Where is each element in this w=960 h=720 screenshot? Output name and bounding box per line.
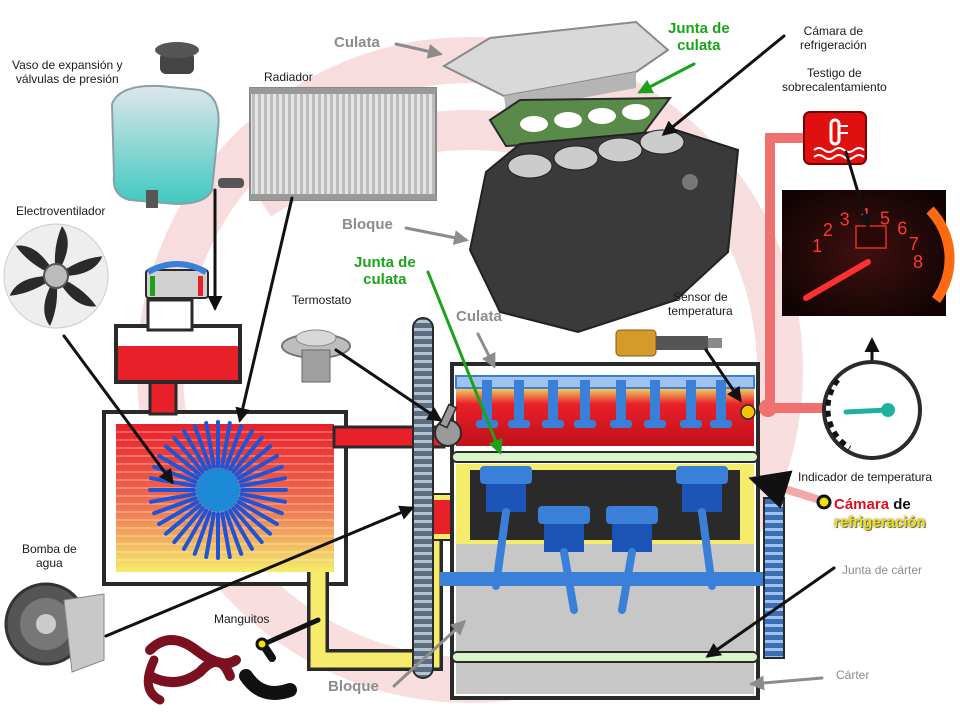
label-temp-sensor: Sensor de temperatura [668, 290, 733, 318]
label-expansion-tank-line1: Vaso de expansión y [12, 58, 123, 72]
label-water-pump-line1: Bomba de [22, 542, 77, 556]
label-temp-sensor-line1: Sensor de [673, 290, 728, 304]
fan-photo [3, 223, 109, 329]
gauge-tick-label: 2 [823, 220, 833, 240]
pistons [480, 466, 728, 614]
label-overheat-warning-line1: Testigo de [807, 66, 862, 80]
engine-block-photo [468, 128, 740, 334]
label-overheat-warning-line2: sobrecalentamiento [782, 80, 887, 94]
temperature-sensor-photo [615, 329, 722, 357]
label-water-pump: Bomba de agua [22, 542, 77, 570]
gauge-tick-label: 7 [909, 234, 919, 254]
label-cooling-chamber-top-line2: refrigeración [800, 38, 867, 52]
temperature-indicator [822, 337, 922, 460]
expansion-tank-schematic [114, 261, 242, 416]
label-culata-top: Culata [334, 34, 380, 51]
label-pan-gasket: Junta de cárter [842, 563, 923, 577]
water-pump-photo [4, 582, 105, 673]
gauge-tick-label: 3 [840, 209, 850, 229]
label-cooling-chamber-camara: Cámara [834, 496, 890, 513]
overheat-warning-light [803, 111, 867, 165]
gauge-tick-label: 1 [812, 236, 822, 256]
label-thermostat: Termostato [292, 293, 352, 307]
label-cooling-chamber: Cámara de refrigeración [834, 496, 926, 532]
fan-sunburst [148, 420, 288, 560]
gauge-tick-label: 5 [880, 208, 890, 228]
gauge-tick-label: 6 [897, 218, 907, 238]
label-cooling-chamber-top: Cámara de refrigeración [800, 24, 867, 52]
radiator-photo [249, 87, 437, 201]
label-temp-sensor-line2: temperatura [668, 304, 733, 318]
label-block-bottom: Bloque [328, 678, 379, 695]
label-cooling-chamber-de: de [889, 496, 911, 513]
label-oil-pan: Cárter [836, 668, 870, 682]
label-culata-mid: Culata [456, 308, 502, 325]
leader-lines [62, 34, 872, 691]
label-expansion-tank-line2: válvulas de presión [15, 72, 119, 86]
label-temp-indicator: Indicador de temperatura [798, 470, 933, 484]
label-block-mid: Bloque [342, 216, 393, 233]
expansion-tank-photo [110, 42, 244, 208]
label-head-gasket-top-line1: Junta de [668, 20, 730, 37]
label-head-gasket-top-line2: culata [677, 37, 721, 54]
label-overheat-warning: Testigo de sobrecalentamiento [782, 66, 887, 94]
label-head-gasket-mid-line1: Junta de [354, 254, 416, 271]
crank-gear [763, 497, 785, 659]
label-cooling-chamber-refrigeracion: refrigeración [834, 514, 926, 531]
label-head-gasket-mid: Junta de culata [354, 254, 416, 288]
gauge-tick-label: 8 [913, 252, 923, 272]
label-head-gasket-mid-line2: culata [363, 271, 407, 288]
label-head-gasket-top: Junta de culata [668, 20, 730, 54]
label-hoses: Manguitos [214, 612, 270, 626]
label-electric-fan: Electroventilador [16, 204, 106, 218]
label-water-pump-line2: agua [36, 556, 63, 570]
hoses-photo [143, 635, 297, 705]
label-expansion-tank: Vaso de expansión y válvulas de presión [12, 58, 123, 86]
label-cooling-chamber-top-line1: Cámara de [803, 24, 864, 38]
sensor-circuit [740, 133, 830, 420]
timing-belt [412, 317, 434, 679]
valves [476, 380, 732, 428]
radiator-schematic [102, 410, 348, 586]
thermostat-photo [281, 329, 351, 383]
label-radiator: Radiador [264, 70, 313, 84]
